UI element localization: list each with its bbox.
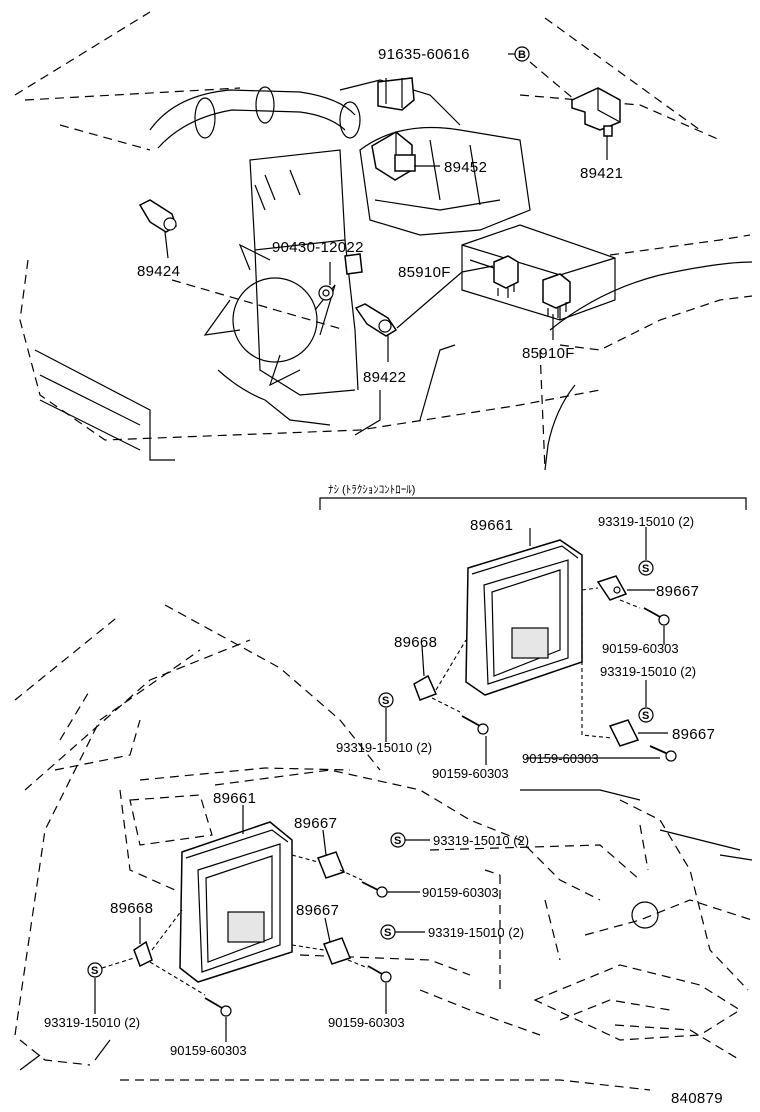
bracket-89667-bottom [608, 719, 640, 747]
washer-symbol: S [382, 695, 389, 707]
part-graphics-top [138, 77, 621, 337]
label-washer-left-mid: 93319-15010 (2) [428, 925, 524, 940]
section-divider: ﾅｼ (ﾄﾗｸｼｮﾝｺﾝﾄﾛｰﾙ) [319, 483, 747, 510]
bracket-89667-left-top [317, 851, 345, 879]
sensor-89421 [571, 87, 621, 131]
right-assembly: S S S 89661 93319-15010 (2) 89667 90159-… [336, 514, 715, 781]
bracket-91635 [377, 77, 415, 111]
label-85910f-b: 85910F [522, 345, 575, 362]
washer-symbol: S [394, 835, 401, 847]
label-89421: 89421 [580, 165, 623, 182]
label-89667-left-top: 89667 [294, 815, 337, 832]
bracket-89667-left-mid [323, 937, 351, 965]
symbol-b: B [518, 49, 526, 61]
washer-symbol: S [384, 927, 391, 939]
label-washer-left-right: 93319-15010 (2) [336, 740, 432, 755]
section-note: ﾅｼ (ﾄﾗｸｼｮﾝｺﾝﾄﾛｰﾙ) [328, 483, 415, 496]
label-washer-left-top: 93319-15010 (2) [433, 833, 529, 848]
label-90430-12022: 90430-12022 [272, 239, 364, 256]
label-89668-left: 89668 [110, 900, 153, 917]
label-bolt-left-top: 90159-60303 [422, 885, 499, 900]
label-89422: 89422 [363, 369, 406, 386]
washer-symbol: S [91, 965, 98, 977]
figure-number: 840879 [671, 1090, 723, 1107]
label-bolt-left-right: 90159-60303 [432, 766, 509, 781]
label-89661-left: 89661 [213, 790, 256, 807]
labels-top: 91635-60616 B 89421 89452 89424 90430-12… [137, 46, 623, 386]
label-bolt-left-left: 90159-60303 [170, 1043, 247, 1058]
label-89452: 89452 [444, 159, 487, 176]
label-bolt-bottom-right: 90159-60303 [522, 751, 599, 766]
relay-85910f-b [542, 273, 571, 309]
label-89667-top-right: 89667 [656, 583, 699, 600]
ecu-label-left [227, 911, 265, 943]
label-89424: 89424 [137, 263, 180, 280]
washer-symbol: S [642, 563, 649, 575]
bracket-89668-left [133, 940, 153, 968]
ecu-label-right [511, 627, 549, 659]
label-89668-right: 89668 [394, 634, 437, 651]
label-89667-left-mid: 89667 [296, 902, 339, 919]
label-washer-top-right: 93319-15010 (2) [598, 514, 694, 529]
bracket-89667-top [596, 575, 628, 601]
label-91635-60616: 91635-60616 [378, 46, 470, 63]
bracket-89668-right [413, 674, 438, 701]
interior-illustration [14, 604, 753, 1091]
label-washer-left-left: 93319-15010 (2) [44, 1015, 140, 1030]
label-bolt-left-mid: 90159-60303 [328, 1015, 405, 1030]
label-bolt-top-right: 90159-60303 [602, 641, 679, 656]
leader-lines-top [164, 53, 608, 362]
left-assembly: S S S 89661 89667 93319-15010 (2) 90159-… [44, 790, 529, 1058]
label-85910f-a: 85910F [398, 264, 451, 281]
relay-85910f-a [493, 255, 519, 289]
label-89667-bottom-right: 89667 [672, 726, 715, 743]
sensor-89422 [354, 303, 398, 337]
label-washer-mid-right: 93319-15010 (2) [600, 664, 696, 679]
washer-symbol: S [642, 710, 649, 722]
plug-90430 [344, 253, 363, 275]
label-89661-right: 89661 [470, 517, 513, 534]
